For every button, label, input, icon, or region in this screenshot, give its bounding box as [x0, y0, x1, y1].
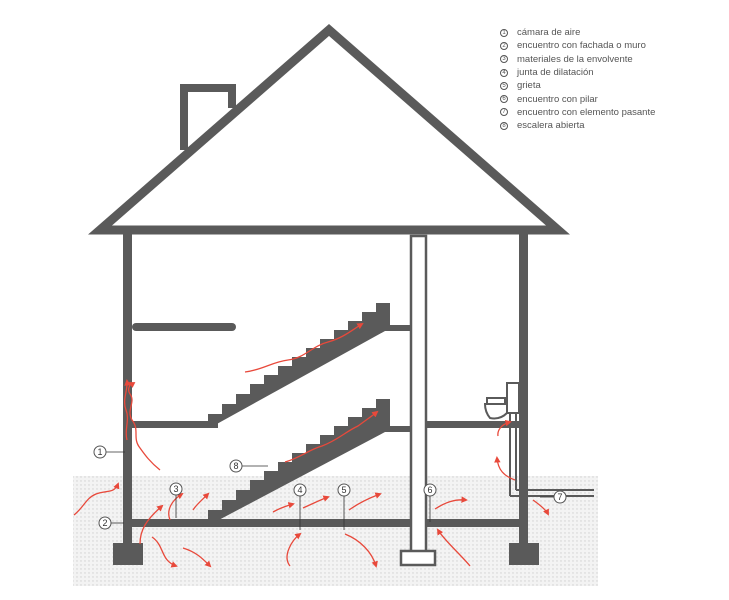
legend-number: 6 — [500, 95, 508, 104]
arrow-joint-4b — [302, 495, 330, 509]
arrow-foundation-1 — [151, 536, 178, 568]
callout-7-label: 7 — [557, 492, 562, 502]
legend-number: 4 — [500, 68, 508, 77]
legend-label: junta de dilatación — [517, 67, 594, 79]
legend-number: 8 — [500, 121, 508, 130]
legend-number: 2 — [500, 41, 508, 50]
arrow-crack-5b — [344, 533, 378, 568]
arrow-left-soil-3 — [168, 492, 184, 521]
legend-item: 2 encuentro con fachada o muro — [500, 39, 655, 52]
legend: 1 cámara de aire 2 encuentro con fachada o… — [500, 26, 655, 132]
callout-4-label: 4 — [297, 485, 302, 495]
callout-4: 4 — [293, 483, 307, 530]
arrow-crack-5a — [348, 492, 382, 511]
upper-stair — [208, 303, 411, 425]
legend-item: 1 cámara de aire — [500, 26, 655, 39]
left-wall — [123, 232, 132, 557]
callouts: 1 2 3 4 5 6 7 — [93, 445, 567, 530]
legend-label: cámara de aire — [517, 27, 581, 39]
legend-label: encuentro con fachada o muro — [517, 40, 646, 52]
arrow-left-wall-loop — [127, 382, 161, 471]
legend-item: 4 junta de dilatación — [500, 66, 655, 79]
arrow-left-wall-2 — [123, 379, 131, 441]
arrow-joint-4a — [272, 502, 295, 513]
air-flow-arrows — [73, 322, 549, 568]
legend-item: 8 escalera abierta — [500, 119, 655, 132]
right-footing — [509, 543, 539, 565]
ground-slab — [123, 519, 528, 527]
legend-number: 3 — [500, 55, 508, 64]
legend-number: 5 — [500, 81, 508, 90]
callout-6: 6 — [423, 483, 437, 522]
callout-5-label: 5 — [341, 485, 346, 495]
callout-1-label: 1 — [97, 447, 102, 457]
legend-number: 1 — [500, 28, 508, 37]
legend-label: encuentro con elemento pasante — [517, 106, 656, 118]
arrow-pipe-2 — [497, 419, 512, 437]
arrow-pipe-3 — [532, 499, 549, 516]
legend-item: 3 materiales de la envolvente — [500, 53, 655, 66]
arrow-soil-3 — [192, 492, 210, 511]
callout-5: 5 — [337, 483, 351, 530]
pipe — [509, 413, 594, 497]
first-floor-slab — [132, 421, 218, 428]
first-floor-slab-right — [418, 421, 519, 428]
pillar — [409, 234, 428, 564]
pillar-footing — [399, 549, 437, 567]
callout-7: 7 — [540, 490, 567, 504]
callout-3: 3 — [169, 482, 183, 518]
legend-label: grieta — [517, 80, 541, 92]
callout-8: 8 — [229, 459, 268, 473]
arrow-left-soil-2 — [139, 504, 164, 545]
arrow-lower-stair — [284, 410, 379, 463]
arrow-pillar-6a — [434, 496, 468, 510]
left-footing — [113, 543, 143, 565]
upper-shelf — [132, 323, 236, 331]
lower-stair — [208, 399, 411, 522]
legend-label: encuentro con pilar — [517, 93, 598, 105]
right-wall — [519, 232, 528, 557]
legend-label: materiales de la envolvente — [517, 53, 633, 65]
chimney — [180, 84, 236, 150]
legend-number: 7 — [500, 108, 508, 117]
arrow-upper-stair — [244, 322, 364, 373]
callout-1: 1 — [93, 445, 125, 459]
callout-6-label: 6 — [427, 485, 432, 495]
toilet — [483, 382, 520, 420]
callout-2-label: 2 — [102, 518, 107, 528]
arrow-left-soil-1 — [73, 482, 120, 516]
callout-8-label: 8 — [233, 461, 238, 471]
legend-item: 5 grieta — [500, 79, 655, 92]
legend-item: 7 encuentro con elemento pasante — [500, 106, 655, 119]
legend-item: 6 encuentro con pilar — [500, 92, 655, 105]
arrow-pillar-6b — [436, 528, 471, 567]
legend-label: escalera abierta — [517, 120, 585, 132]
arrow-foundation-2 — [182, 547, 212, 568]
roof — [88, 24, 570, 235]
arrow-pipe-1 — [494, 456, 516, 481]
callout-3-label: 3 — [173, 484, 178, 494]
arrow-joint-4c — [286, 532, 302, 567]
callout-2: 2 — [98, 516, 124, 530]
